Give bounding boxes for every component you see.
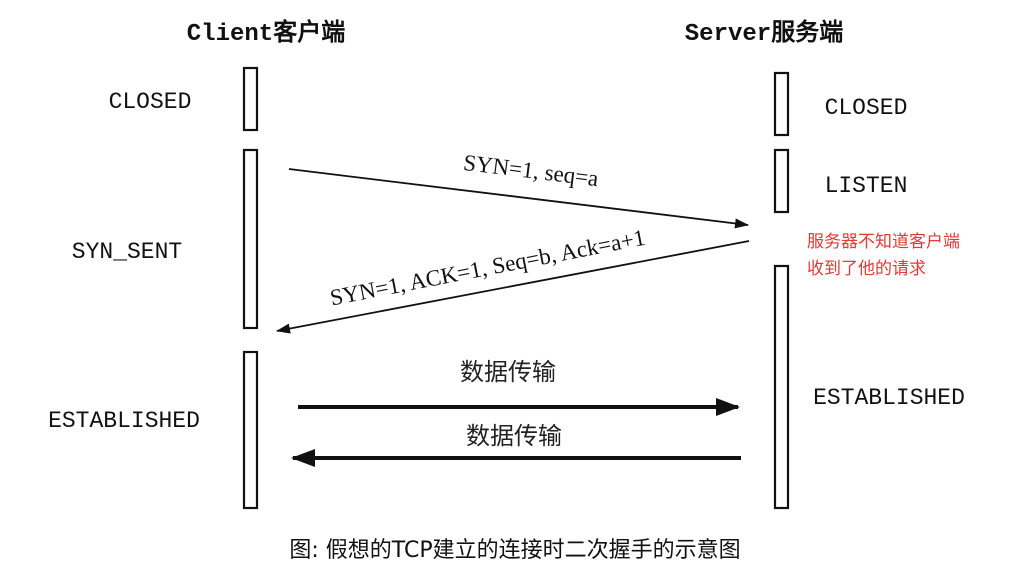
data-transfer-label-2: 数据传输 <box>466 422 562 450</box>
figure-caption: 图: 假想的TCP建立的连接时二次握手的示意图 <box>289 538 740 563</box>
syn-arrow <box>288 168 749 229</box>
client-bar-syn-sent <box>242 148 259 330</box>
server-bar-closed <box>773 71 790 137</box>
server-bar-established <box>773 264 790 510</box>
server-state-closed: CLOSED <box>825 95 908 121</box>
server-state-listen: LISTEN <box>825 173 908 199</box>
server-note-line2: 收到了他的请求 <box>807 259 926 279</box>
syn-label: SYN=1, seq=a <box>462 150 600 191</box>
syn-ack-label: SYN=1, ACK=1, Seq=b, Ack=a+1 <box>328 225 647 311</box>
server-bar-listen <box>773 148 790 214</box>
data-transfer-label-1: 数据传输 <box>460 358 556 386</box>
client-header: Client客户端 <box>187 18 345 48</box>
client-bar-closed <box>242 66 259 132</box>
client-state-established: ESTABLISHED <box>48 408 200 434</box>
client-state-syn-sent: SYN_SENT <box>72 239 182 265</box>
syn-ack-arrow <box>276 240 750 334</box>
server-note-line1: 服务器不知道客户端 <box>807 232 960 252</box>
client-bar-established <box>242 350 259 510</box>
server-state-established: ESTABLISHED <box>813 385 965 411</box>
server-header: Server服务端 <box>685 18 843 48</box>
client-state-closed: CLOSED <box>109 89 192 115</box>
